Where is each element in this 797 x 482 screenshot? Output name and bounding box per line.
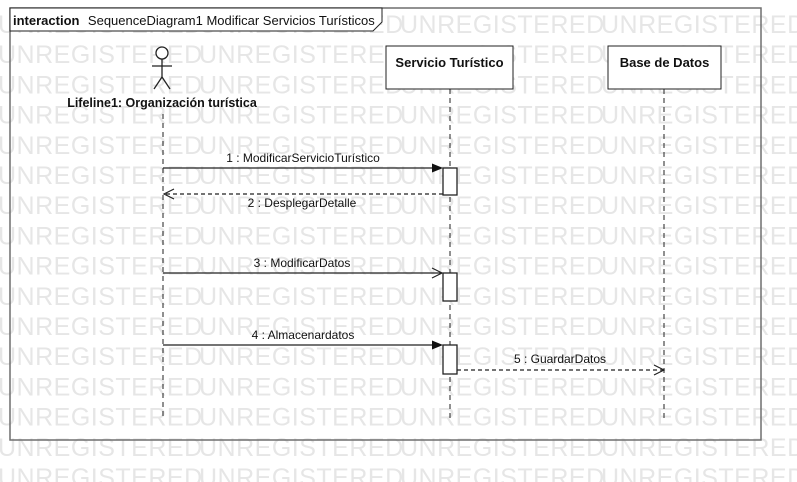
activation-bar-3 (442, 272, 458, 302)
watermark-text: UNREGISTERED (199, 41, 404, 69)
watermark-text: UNREGISTERED (0, 102, 203, 130)
servicio-head-box (385, 45, 514, 90)
watermark-text: UNREGISTERED (400, 313, 605, 341)
watermark-text: UNREGISTERED (199, 253, 404, 281)
lifeline-base-de-datos[interactable]: Base de Datos (607, 45, 722, 420)
watermark-text: UNREGISTERED (601, 162, 797, 190)
watermark-text: UNREGISTERED (0, 192, 203, 220)
watermark-text: UNREGISTERED (0, 464, 203, 482)
frame-title: interaction SequenceDiagram1 Modificar S… (13, 12, 375, 29)
watermark-text: UNREGISTERED (601, 373, 797, 401)
message-5[interactable]: 5 : GuardarDatos (457, 352, 666, 376)
watermark-text: UNREGISTERED (400, 283, 605, 311)
watermark-text: UNREGISTERED (400, 162, 605, 190)
watermark-text: UNREGISTERED (400, 222, 605, 250)
watermark-text: UNREGISTERED (601, 11, 797, 39)
watermark-text: UNREGISTERED (400, 192, 605, 220)
activation-bar-1 (442, 167, 458, 196)
watermark-text: UNREGISTERED (0, 71, 203, 99)
watermark-text: UNREGISTERED (199, 343, 404, 371)
open-arrowhead-icon (431, 267, 444, 279)
frame-keyword: interaction (13, 13, 80, 28)
message-3-label: 3 : ModificarDatos (254, 256, 351, 270)
frame-title-tab (9, 7, 383, 32)
message-1[interactable]: 1 : ModificarServicioTurístico (163, 151, 443, 173)
watermark-text: UNREGISTERED (601, 283, 797, 311)
watermark-text: UNREGISTERED (0, 41, 203, 69)
actor-label: Lifeline1: Organización turística (67, 96, 258, 110)
watermark-text: UNREGISTERED (400, 11, 605, 39)
watermark-text: UNREGISTERED (199, 434, 404, 462)
watermark-text: UNREGISTERED (0, 373, 203, 401)
lifeline-actor[interactable]: Lifeline1: Organización turística (67, 46, 258, 420)
servicio-head-label: Servicio Turístico (395, 55, 503, 70)
lifeline-servicio-turistico[interactable]: Servicio Turístico (385, 45, 514, 420)
message-1-label: 1 : ModificarServicioTurístico (226, 151, 380, 165)
watermark-text: UNREGISTERED (601, 343, 797, 371)
watermark-text: UNREGISTERED (601, 434, 797, 462)
filled-arrowhead-icon (432, 163, 443, 173)
watermark-text: UNREGISTERED (0, 404, 203, 432)
watermark-text: UNREGISTERED (601, 132, 797, 160)
interaction-frame (9, 7, 762, 441)
watermark-text: UNREGISTERED (199, 222, 404, 250)
watermark-text: UNREGISTERED (601, 222, 797, 250)
watermark-text: UNREGISTERED (601, 253, 797, 281)
base-head-label: Base de Datos (620, 55, 710, 70)
watermark-text: UNREGISTERED (0, 222, 203, 250)
watermark-text: UNREGISTERED (199, 373, 404, 401)
message-2[interactable]: 2 : DesplegarDetalle (162, 188, 443, 210)
watermark-text: UNREGISTERED (400, 404, 605, 432)
base-head-box (607, 45, 722, 90)
watermark-text: UNREGISTERED (601, 313, 797, 341)
watermark-text: UNREGISTERED (400, 132, 605, 160)
watermark-text: UNREGISTERED (0, 434, 203, 462)
watermark-text: UNREGISTERED (601, 102, 797, 130)
watermark-text: UNREGISTERED (0, 162, 203, 190)
watermark-text: UNREGISTERED (0, 313, 203, 341)
watermark-text: UNREGISTERED (400, 373, 605, 401)
message-3[interactable]: 3 : ModificarDatos (163, 256, 444, 279)
watermark-text: UNREGISTERED (199, 464, 404, 482)
message-4-label: 4 : Almacenardatos (252, 328, 355, 342)
watermark-text: UNREGISTERED (199, 132, 404, 160)
watermark-text: UNREGISTERED (0, 132, 203, 160)
message-2-label: 2 : DesplegarDetalle (248, 196, 357, 210)
message-4[interactable]: 4 : Almacenardatos (163, 328, 443, 350)
watermark-text: UNREGISTERED (199, 192, 404, 220)
watermark-text: UNREGISTERED (601, 464, 797, 482)
watermark-text: UNREGISTERED (199, 102, 404, 130)
watermark-text: UNREGISTERED (199, 71, 404, 99)
watermark-text: UNREGISTERED (400, 102, 605, 130)
watermark-text: UNREGISTERED (0, 283, 203, 311)
frame-name: SequenceDiagram1 Modificar Servicios Tur… (88, 13, 375, 28)
watermark-text: UNREGISTERED (601, 404, 797, 432)
watermark-text: UNREGISTERED (199, 283, 404, 311)
watermark-text: UNREGISTERED (0, 253, 203, 281)
watermark-text: UNREGISTERED (400, 253, 605, 281)
watermark-text: UNREGISTERED (199, 162, 404, 190)
message-5-label: 5 : GuardarDatos (514, 352, 606, 366)
activation-bar-4 (442, 344, 458, 375)
watermark-text: UNREGISTERED (0, 343, 203, 371)
open-arrowhead-icon (653, 364, 666, 376)
watermark-text: UNREGISTERED (199, 313, 404, 341)
watermark-text: UNREGISTERED (400, 434, 605, 462)
watermark-text: UNREGISTERED (400, 464, 605, 482)
watermark-text: UNREGISTERED (601, 192, 797, 220)
open-arrowhead-icon (162, 188, 175, 200)
filled-arrowhead-icon (432, 340, 443, 350)
watermark-text: UNREGISTERED (199, 404, 404, 432)
actor-stick-figure-icon (152, 46, 172, 90)
